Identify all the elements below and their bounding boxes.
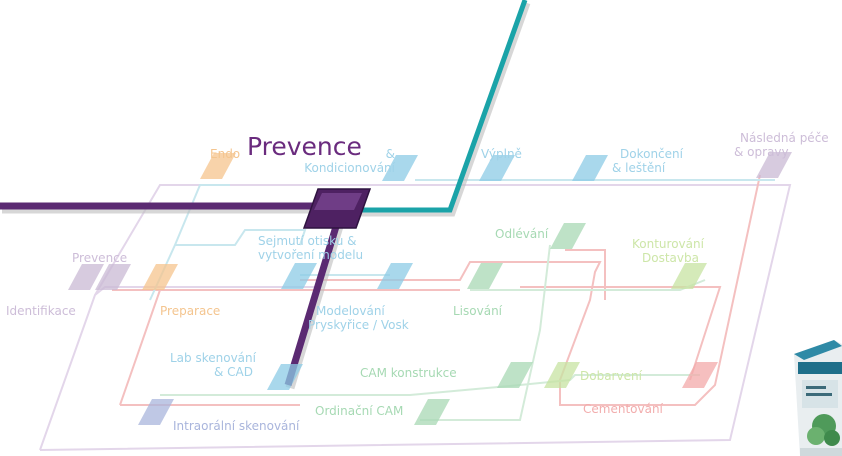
station-prevence[interactable] — [95, 264, 131, 290]
label-konturovani-1: Konturování — [632, 237, 704, 251]
label-lab-2: & CAD — [214, 365, 253, 379]
label-intraoralni: Intraorální skenování — [173, 419, 300, 433]
station-dobarveni[interactable] — [544, 362, 580, 388]
station-identifikace[interactable] — [68, 264, 104, 290]
main-purple-route — [0, 202, 342, 387]
label-cam-konstrukce: CAM konstrukce — [360, 366, 457, 380]
label-sejmuti-1: Sejmutí otisku & — [258, 234, 357, 248]
station-lab[interactable] — [267, 364, 303, 390]
label-cementovani: Cementování — [583, 402, 663, 416]
station-preparace[interactable] — [142, 264, 178, 290]
station-ordinacni[interactable] — [414, 399, 450, 425]
label-modelovani-1: Modelování — [316, 304, 385, 318]
green-route — [160, 244, 706, 421]
label-ordinacni: Ordinační CAM — [315, 404, 404, 418]
station-nasledna[interactable] — [756, 152, 792, 178]
label-prevence: Prevence — [72, 251, 128, 265]
label-odlevani: Odlévání — [495, 227, 549, 241]
label-dokonceni-1: Dokončení — [620, 147, 683, 161]
red-route — [112, 174, 761, 406]
label-lisovani: Lisování — [453, 304, 503, 318]
teal-route — [149, 179, 775, 301]
station-cam_konstrukce[interactable] — [497, 362, 533, 388]
label-identifikace: Identifikace — [6, 304, 76, 318]
station-dokonceni[interactable] — [572, 155, 608, 181]
label-konturovani-2: Dostavba — [642, 251, 699, 265]
main-teal-route — [350, 0, 528, 213]
station-konturovani[interactable] — [671, 263, 707, 289]
station-lisovani[interactable] — [467, 263, 503, 289]
highlight-node-shine — [314, 193, 362, 210]
label-nasledna-1: Následná péče — [740, 131, 829, 145]
product-box-image — [794, 340, 842, 456]
station-cementovani[interactable] — [682, 362, 718, 388]
label-lab-1: Lab skenování — [170, 351, 256, 365]
label-nasledna-2: & opravy — [734, 145, 789, 159]
label-endo: Endo — [210, 147, 241, 161]
main-teal-shadow — [352, 1, 531, 217]
highlight-label: Prevence — [247, 132, 362, 161]
label-vyplne: Výplně — [481, 147, 522, 161]
station-endo[interactable] — [200, 153, 236, 179]
station-intraoralni[interactable] — [138, 399, 174, 425]
purple-route — [39, 184, 792, 451]
station-sejmuti[interactable] — [281, 263, 317, 289]
label-kondicionovani: & Kondicionování — [304, 147, 395, 175]
station-modelovani[interactable] — [377, 263, 413, 289]
label-sejmuti-2: vytvoření modelu — [258, 248, 364, 262]
label-preparace: Preparace — [160, 304, 221, 318]
label-modelovani-2: Pryskyřice / Vosk — [308, 318, 409, 332]
label-dokonceni-2: & leštění — [612, 161, 666, 175]
station-kondicionovani[interactable] — [382, 155, 418, 181]
station-odlevani[interactable] — [550, 223, 586, 249]
station-vyplne[interactable] — [479, 155, 515, 181]
label-dobarveni: Dobarvení — [580, 369, 642, 383]
